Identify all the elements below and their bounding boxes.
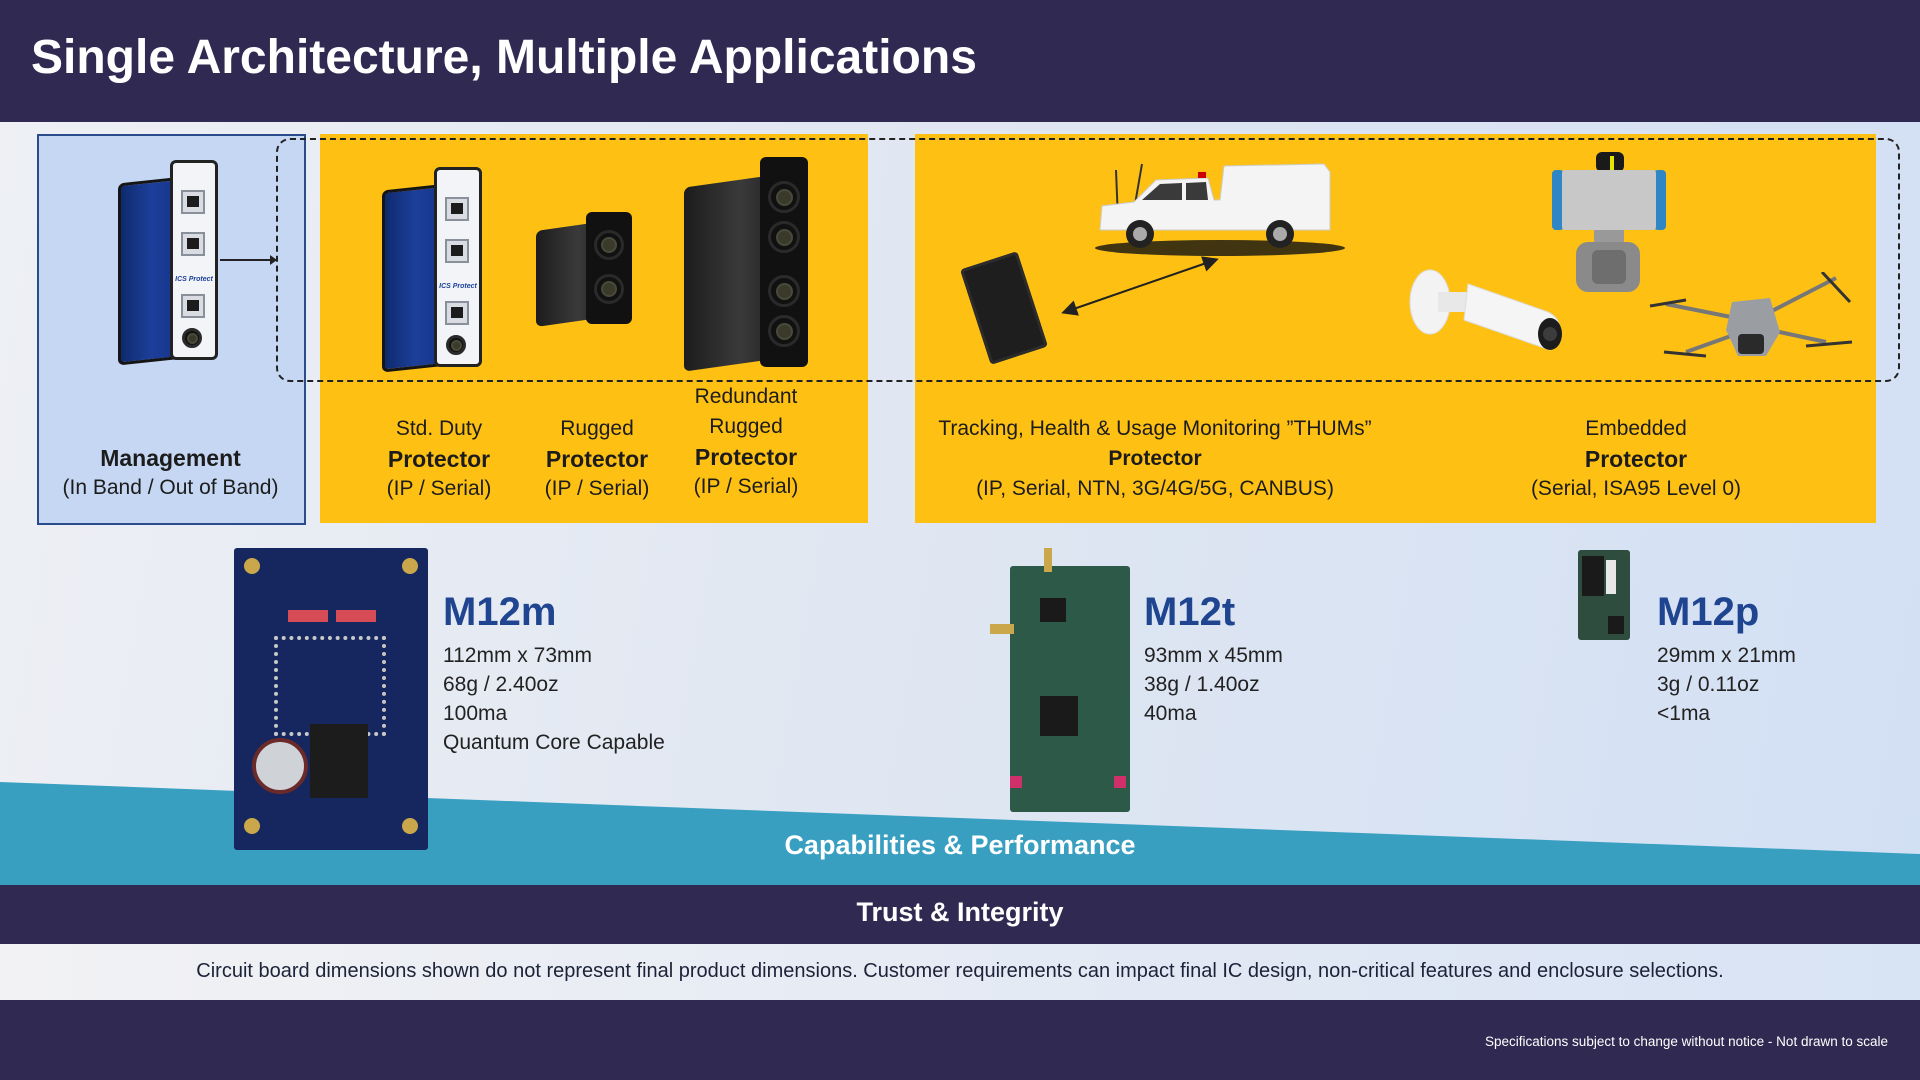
management-subtitle: (In Band / Out of Band) bbox=[62, 476, 279, 499]
management-device-icon: ICS Protect bbox=[118, 160, 218, 366]
spec-weight: 68g / 2.40oz bbox=[443, 673, 559, 696]
m12m-specs: M12m 112mm x 73mm 68g / 2.40oz 100ma Qua… bbox=[443, 590, 665, 757]
label-line3: (IP / Serial) bbox=[544, 477, 650, 500]
trust-band bbox=[0, 885, 1920, 944]
label-line1: Rugged bbox=[709, 415, 783, 438]
spec-weight: 3g / 0.11oz bbox=[1657, 673, 1760, 696]
thums-protector-label: Tracking, Health & Usage Monitoring ”THU… bbox=[915, 414, 1395, 504]
label-line1: Embedded bbox=[1585, 417, 1687, 440]
rugged-protector-icon bbox=[536, 212, 632, 327]
m12p-board-image bbox=[1578, 550, 1630, 640]
device-label: ICS Protect bbox=[439, 283, 477, 290]
label-line3: (Serial, ISA95 Level 0) bbox=[1530, 477, 1742, 500]
dashed-group-frame bbox=[276, 138, 1900, 382]
redundant-rugged-protector-icon bbox=[684, 157, 808, 372]
trust-label: Trust & Integrity bbox=[856, 897, 1064, 927]
m12p-specs: M12p 29mm x 21mm 3g / 0.11oz <1ma bbox=[1657, 590, 1796, 728]
applications-panel bbox=[915, 134, 1876, 523]
label-line2: Protector bbox=[1108, 447, 1202, 470]
spec-current: <1ma bbox=[1657, 702, 1711, 725]
management-title: Management bbox=[100, 445, 241, 471]
model-name: M12m bbox=[443, 590, 557, 634]
page-title: Single Architecture, Multiple Applicatio… bbox=[31, 31, 977, 84]
label-line3: (IP / Serial) bbox=[386, 477, 492, 500]
disclaimer-text: Circuit board dimensions shown do not re… bbox=[196, 960, 1724, 982]
redundant-rugged-protector-label: Redundant Rugged Protector (IP / Serial) bbox=[671, 382, 821, 502]
rugged-protector-label: Rugged Protector (IP / Serial) bbox=[522, 414, 672, 504]
label-line1: Tracking, Health & Usage Monitoring ”THU… bbox=[938, 417, 1372, 440]
truck-icon bbox=[1095, 163, 1345, 256]
footer-bar bbox=[0, 1000, 1920, 1080]
disclaimer-band bbox=[0, 944, 1920, 1000]
spec-dimensions: 112mm x 73mm bbox=[443, 644, 592, 667]
m12t-specs: M12t 93mm x 45mm 38g / 1.40oz 40ma bbox=[1144, 590, 1283, 728]
label-line2: Protector bbox=[1584, 446, 1688, 472]
label-line2: Protector bbox=[694, 444, 798, 470]
label-line2: Protector bbox=[387, 446, 491, 472]
m12t-board-image bbox=[990, 548, 1130, 812]
header-bar bbox=[0, 0, 1920, 122]
label-line2: Protector bbox=[545, 446, 649, 472]
capabilities-band bbox=[0, 782, 1920, 886]
spec-dimensions: 29mm x 21mm bbox=[1657, 644, 1796, 667]
security-camera-icon bbox=[1409, 269, 1562, 351]
std-duty-protector-label: Std. Duty Protector (IP / Serial) bbox=[364, 414, 514, 504]
label-line3: (IP, Serial, NTN, 3G/4G/5G, CANBUS) bbox=[976, 477, 1334, 500]
model-name: M12p bbox=[1657, 590, 1760, 634]
m12m-board-image bbox=[234, 548, 428, 850]
device-label: ICS Protect bbox=[175, 276, 213, 283]
std-duty-protector-icon: ICS Protect bbox=[382, 167, 482, 373]
spec-feature: Quantum Core Capable bbox=[443, 731, 665, 754]
model-name: M12t bbox=[1144, 590, 1236, 634]
footnote-text: Specifications subject to change without… bbox=[1485, 1034, 1888, 1049]
management-label: Management (In Band / Out of Band) bbox=[37, 443, 304, 503]
valve-actuator-icon bbox=[1552, 152, 1666, 292]
arrow-head-icon bbox=[270, 255, 277, 265]
label-line1: Rugged bbox=[560, 417, 634, 440]
embedded-protector-label: Embedded Protector (Serial, ISA95 Level … bbox=[1486, 414, 1786, 504]
spec-current: 100ma bbox=[443, 702, 508, 725]
label-line1: Std. Duty bbox=[395, 417, 483, 440]
drone-icon bbox=[1649, 272, 1853, 358]
spec-current: 40ma bbox=[1144, 702, 1197, 725]
bidirectional-arrow-icon bbox=[1061, 256, 1219, 316]
label-line0: Redundant bbox=[694, 385, 798, 408]
connector-arrow-icon bbox=[220, 259, 276, 261]
spec-weight: 38g / 1.40oz bbox=[1144, 673, 1260, 696]
spec-dimensions: 93mm x 45mm bbox=[1144, 644, 1283, 667]
capabilities-label: Capabilities & Performance bbox=[784, 830, 1136, 860]
label-line3: (IP / Serial) bbox=[693, 475, 799, 498]
